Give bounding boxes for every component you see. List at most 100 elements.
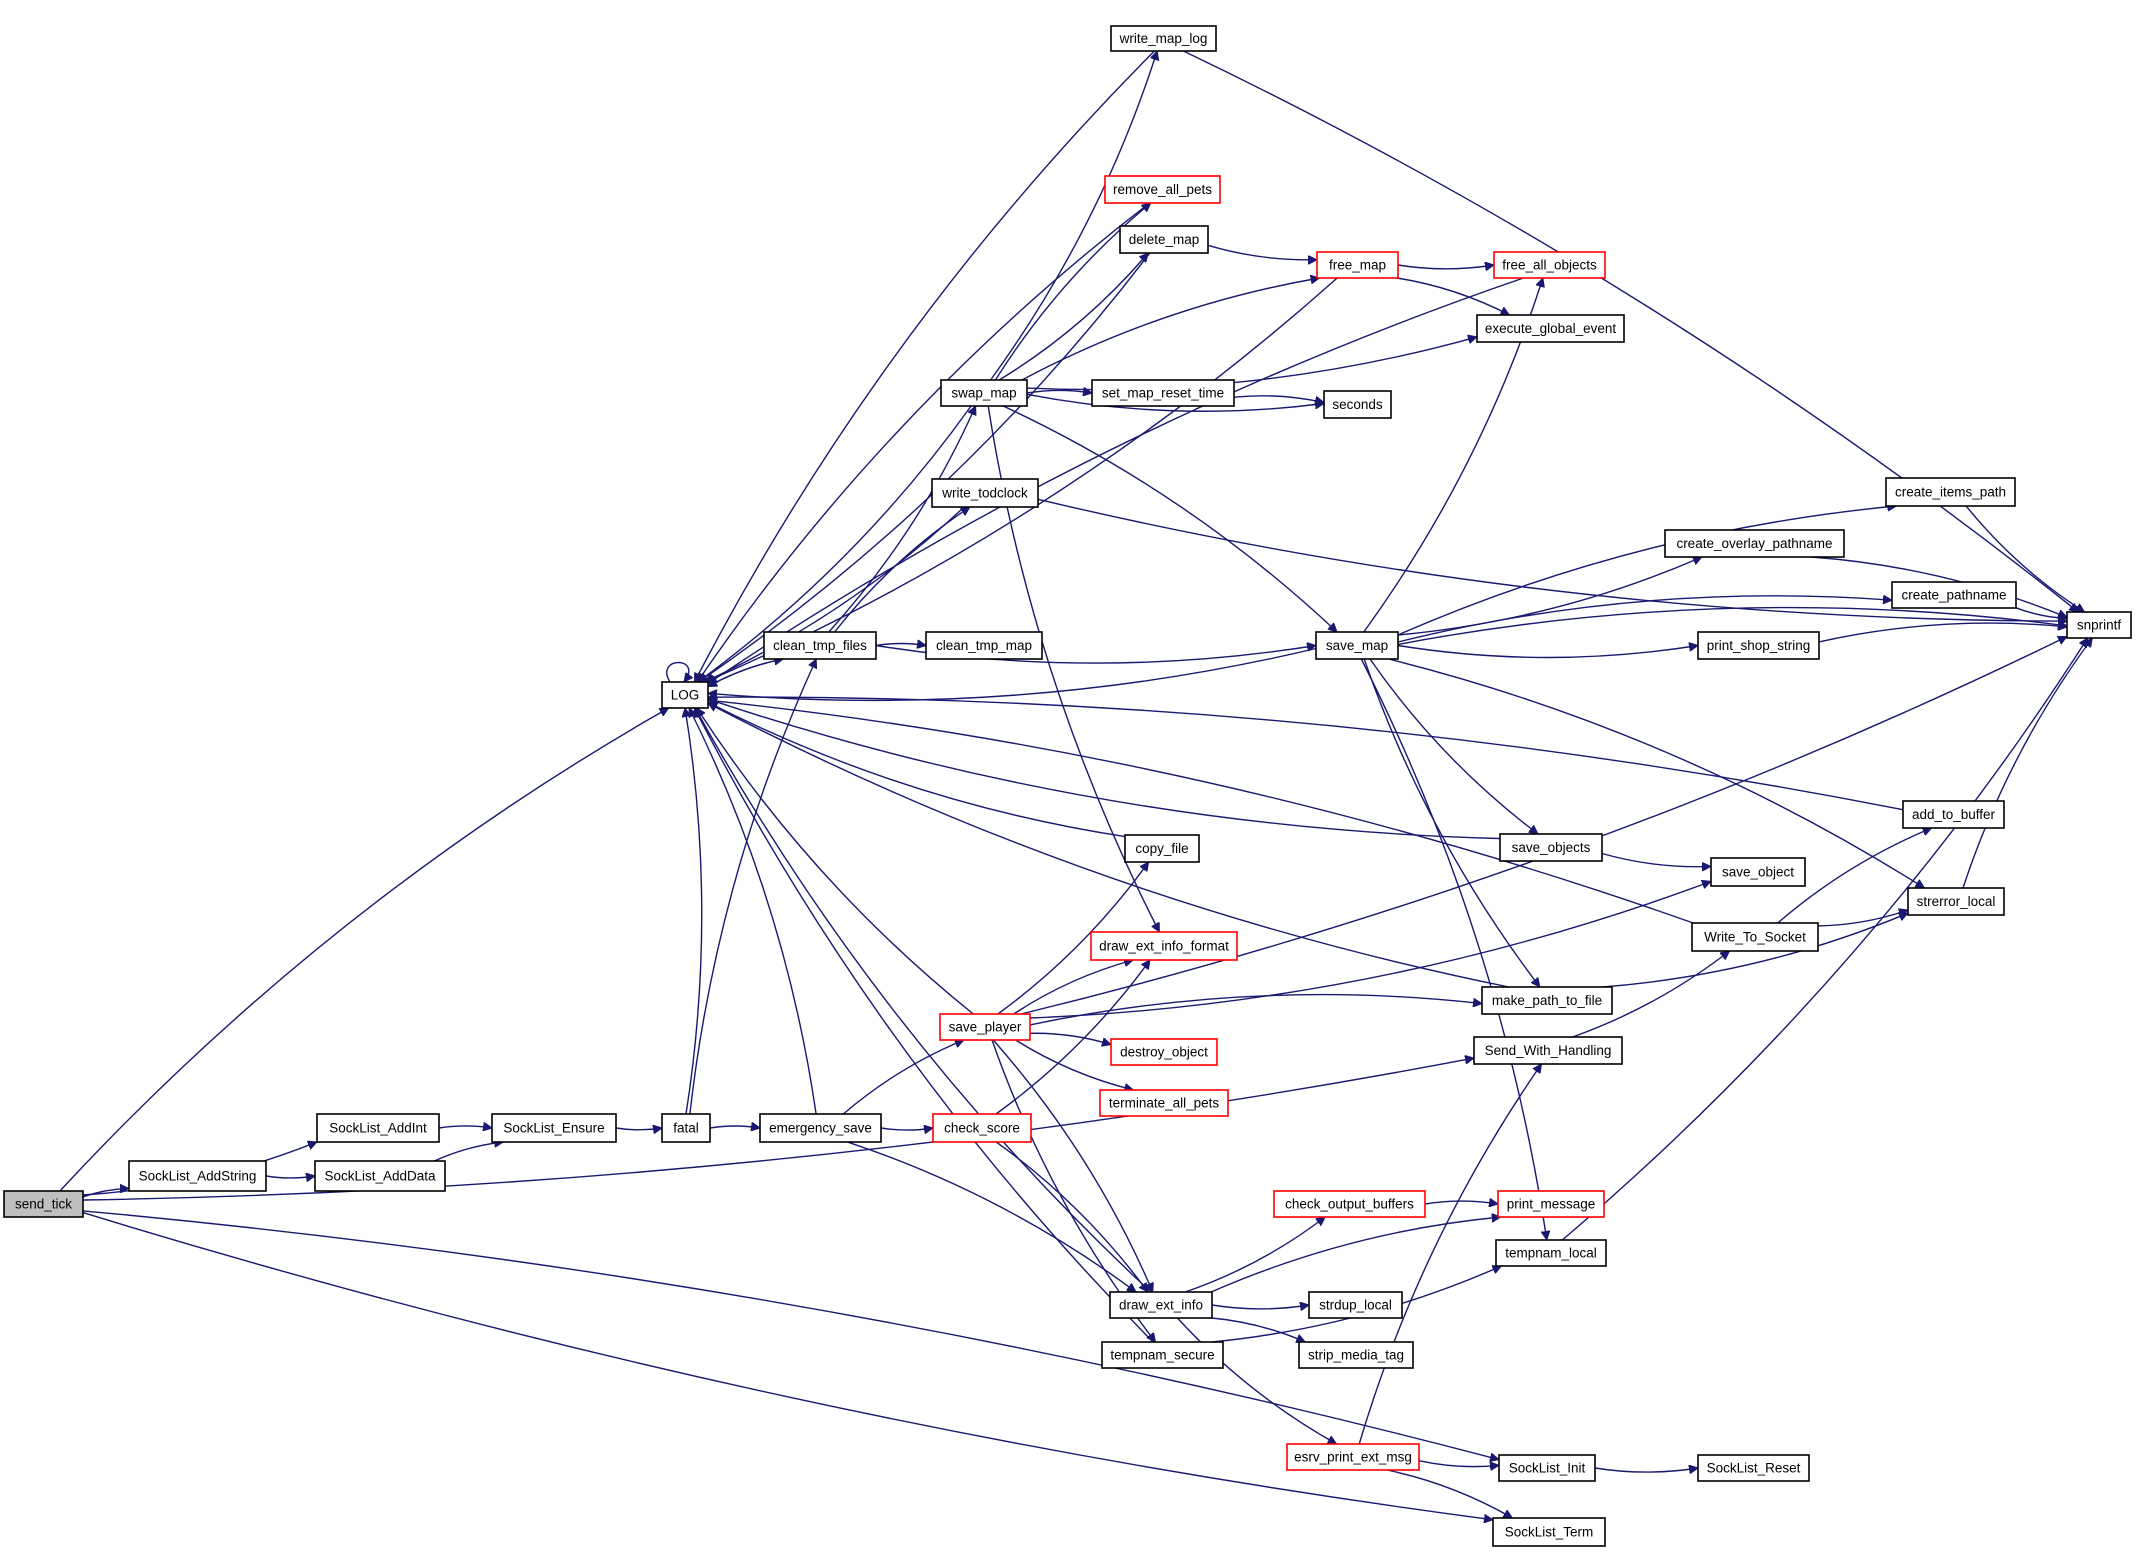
node-draw-ext-info-format[interactable]: draw_ext_info_format	[1090, 931, 1238, 961]
node-box	[931, 478, 1039, 508]
node-log[interactable]: LOG	[661, 681, 709, 709]
node-label: SockList_Init	[1509, 1461, 1586, 1476]
node-esrv-print-ext-msg[interactable]: esrv_print_ext_msg	[1286, 1443, 1420, 1471]
node-box	[1495, 1239, 1607, 1267]
node-save-objects[interactable]: save_objects	[1499, 833, 1603, 862]
node-box	[1902, 800, 2005, 829]
edge-write-map-log-to-log	[693, 50, 1155, 682]
node-clean-tmp-map[interactable]: clean_tmp_map	[925, 631, 1043, 660]
node-emergency-save[interactable]: emergency_save	[759, 1113, 882, 1143]
node-label: tempnam_local	[1505, 1246, 1597, 1261]
node-write-map-log[interactable]: write_map_log	[1110, 25, 1217, 52]
edge-strerror-local-to-snprintf	[1962, 638, 2092, 889]
node-destroy-object[interactable]: destroy_object	[1110, 1038, 1218, 1066]
node-create-items-path[interactable]: create_items_path	[1885, 477, 2016, 507]
node-snprintf[interactable]: snprintf	[2066, 611, 2132, 639]
node-make-path-to-file[interactable]: make_path_to_file	[1481, 986, 1613, 1015]
node-box	[1891, 581, 2017, 609]
node-check-score[interactable]: check_score	[932, 1113, 1032, 1143]
node-box	[932, 1113, 1032, 1143]
node-label: strip_media_tag	[1308, 1348, 1404, 1363]
node-box	[1885, 477, 2016, 507]
edge-make-path-to-file-to-strerror-local	[1602, 913, 1908, 988]
node-draw-ext-info[interactable]: draw_ext_info	[1109, 1291, 1213, 1319]
node-delete-map[interactable]: delete_map	[1119, 225, 1209, 254]
node-save-player[interactable]: save_player	[939, 1013, 1031, 1041]
node-box	[2066, 611, 2132, 639]
edge-swap-map-to-write-map-log	[990, 51, 1158, 381]
node-save-object[interactable]: save_object	[1710, 857, 1806, 887]
node-add-to-buffer[interactable]: add_to_buffer	[1902, 800, 2005, 829]
edge-save-player-to-copy-file	[997, 862, 1149, 1015]
node-socklist-reset[interactable]: SockList_Reset	[1697, 1454, 1810, 1482]
node-box	[1907, 887, 2005, 916]
node-free-map[interactable]: free_map	[1316, 251, 1399, 279]
node-label: execute_global_event	[1485, 321, 1617, 336]
node-label: snprintf	[2077, 618, 2122, 633]
node-box	[1119, 225, 1209, 254]
edge-create-items-path-to-snprintf	[1965, 505, 2084, 613]
node-box	[1323, 390, 1392, 419]
node-terminate-all-pets[interactable]: terminate_all_pets	[1099, 1089, 1229, 1117]
node-create-overlay-pathname[interactable]: create_overlay_pathname	[1664, 529, 1845, 558]
node-socklist-addint[interactable]: SockList_AddInt	[316, 1113, 440, 1143]
node-box	[661, 681, 709, 709]
node-box	[1492, 1517, 1606, 1547]
node-send-with-handling[interactable]: Send_With_Handling	[1473, 1036, 1623, 1065]
node-write-to-socket[interactable]: Write_To_Socket	[1691, 922, 1819, 952]
node-label: Send_With_Handling	[1485, 1043, 1612, 1058]
edge-print-shop-string-to-snprintf	[1818, 623, 2067, 643]
node-label: create_pathname	[1901, 588, 2006, 603]
node-tempnam-local[interactable]: tempnam_local	[1495, 1239, 1607, 1267]
edge-send-tick-to-socklist-term	[82, 1211, 1493, 1520]
node-label: print_message	[1507, 1197, 1596, 1212]
node-box	[925, 631, 1043, 660]
edge-fatal-to-clean-tmp-files	[689, 659, 816, 1115]
node-label: seconds	[1332, 397, 1383, 412]
edge-save-player-to-log	[696, 708, 974, 1015]
node-label: SockList_Term	[1505, 1525, 1594, 1540]
edge-socklist-init-to-socklist-reset	[1594, 1468, 1698, 1472]
node-box	[1124, 834, 1200, 863]
node-fatal[interactable]: fatal	[661, 1113, 711, 1143]
node-label: Write_To_Socket	[1704, 930, 1806, 945]
node-print-message[interactable]: print_message	[1497, 1190, 1605, 1218]
node-label: set_map_reset_time	[1102, 386, 1224, 401]
node-box	[763, 631, 877, 660]
node-free-all-objects[interactable]: free_all_objects	[1493, 251, 1606, 279]
node-socklist-adddata[interactable]: SockList_AddData	[314, 1160, 446, 1192]
node-seconds[interactable]: seconds	[1323, 390, 1392, 419]
node-strdup-local[interactable]: strdup_local	[1308, 1291, 1403, 1319]
node-write-todclock[interactable]: write_todclock	[931, 478, 1039, 508]
node-socklist-term[interactable]: SockList_Term	[1492, 1517, 1606, 1547]
node-clean-tmp-files[interactable]: clean_tmp_files	[763, 631, 877, 660]
node-socklist-ensure[interactable]: SockList_Ensure	[491, 1113, 617, 1143]
node-create-pathname[interactable]: create_pathname	[1891, 581, 2017, 609]
edge-swap-map-to-set-map-reset-time	[1026, 390, 1092, 393]
node-save-map[interactable]: save_map	[1315, 631, 1399, 660]
node-box	[1710, 857, 1806, 887]
node-execute-global-event[interactable]: execute_global_event	[1476, 314, 1625, 343]
edge-free-map-to-free-all-objects	[1397, 265, 1494, 269]
edge-esrv-print-ext-msg-to-send-with-handling	[1358, 1064, 1543, 1445]
node-print-shop-string[interactable]: print_shop_string	[1697, 631, 1820, 660]
node-socklist-addstring[interactable]: SockList_AddString	[128, 1160, 267, 1192]
node-set-map-reset-time[interactable]: set_map_reset_time	[1091, 379, 1235, 407]
edge-make-path-to-file-to-log	[708, 702, 1510, 988]
node-strerror-local[interactable]: strerror_local	[1907, 887, 2005, 916]
node-copy-file[interactable]: copy_file	[1124, 834, 1200, 863]
node-send-tick[interactable]: send_tick	[3, 1190, 84, 1218]
node-box	[1091, 379, 1235, 407]
node-box	[939, 1013, 1031, 1041]
node-check-output-buffers[interactable]: check_output_buffers	[1273, 1190, 1426, 1218]
node-socklist-init[interactable]: SockList_Init	[1498, 1454, 1596, 1482]
node-swap-map[interactable]: swap_map	[940, 379, 1028, 407]
node-remove-all-pets[interactable]: remove_all_pets	[1104, 175, 1221, 204]
node-label: terminate_all_pets	[1109, 1096, 1220, 1111]
node-tempnam-secure[interactable]: tempnam_secure	[1101, 1341, 1224, 1369]
node-strip-media-tag[interactable]: strip_media_tag	[1298, 1341, 1414, 1369]
node-box	[1273, 1190, 1426, 1218]
edge-log-to-log	[666, 661, 689, 683]
node-box	[1104, 175, 1221, 204]
